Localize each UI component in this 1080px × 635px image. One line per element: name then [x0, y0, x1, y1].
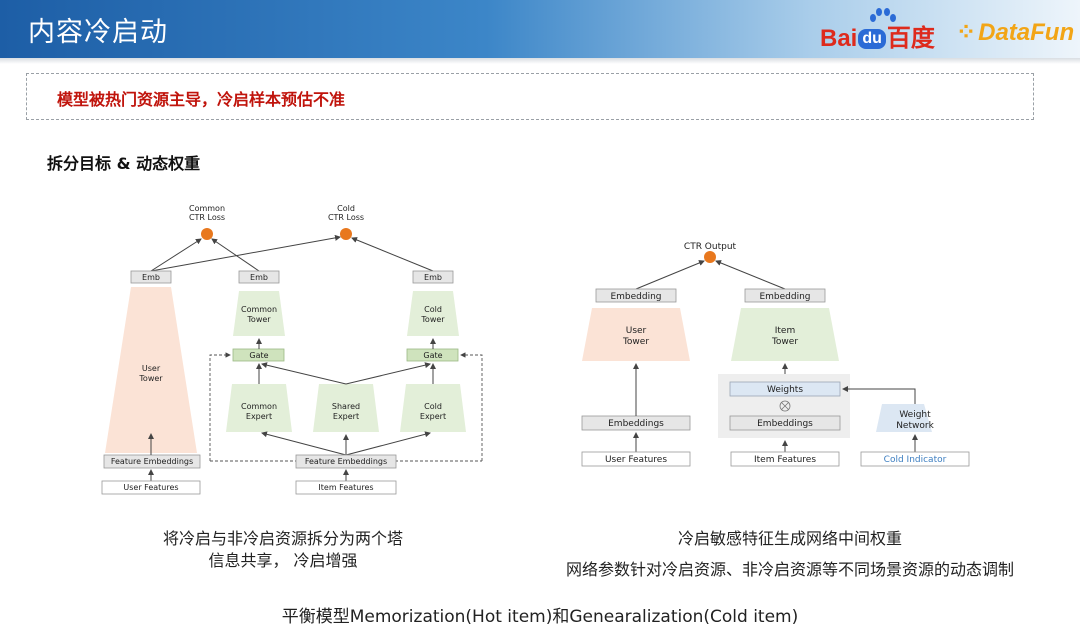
- baidu-paw-icon: [870, 8, 896, 22]
- common-expert-shape: [226, 384, 292, 432]
- weights-box: [729, 381, 841, 397]
- user-tower-label-right-2: Tower: [622, 337, 649, 347]
- right-caption-line-2: 网络参数针对冷启资源、非冷启资源等不同场景资源的动态调制: [565, 560, 1014, 579]
- left-caption-line-1: 将冷启与非冷启资源拆分为两个塔: [162, 529, 403, 548]
- feature-embeddings-box-item: [295, 454, 397, 469]
- cold-loss-node: [340, 228, 352, 240]
- embeddings-box-item: [729, 415, 841, 431]
- baidu-logo-du: du: [858, 29, 886, 49]
- right-caption-line-1: 冷启敏感特征生成网络中间权重: [677, 529, 902, 548]
- shared-expert-shape: [313, 384, 379, 432]
- user-features-label-left: User Features: [123, 483, 178, 492]
- cold-tower-label-2: Tower: [420, 315, 445, 324]
- cold-tower-shape: [407, 291, 459, 336]
- ctr-output-node: [704, 251, 716, 263]
- datafun-mark-icon: ⁘: [956, 19, 977, 46]
- emb-label-cold: Emb: [424, 273, 442, 282]
- shared-expert-label-2: Expert: [333, 412, 359, 421]
- cold-expert-label-1: Cold: [424, 402, 442, 411]
- user-features-box-left: [101, 480, 201, 495]
- gate-label-cold: Gate: [423, 351, 442, 360]
- item-features-label-right: Item Features: [754, 455, 816, 465]
- cold-indicator-label: Cold Indicator: [884, 455, 947, 465]
- common-ctr-loss-label-1: Common: [189, 204, 225, 213]
- user-tower-label-2: Tower: [138, 374, 163, 383]
- bottom-caption: 平衡模型Memorization(Hot item)和Genearalizati…: [281, 607, 799, 627]
- cold-expert-shape: [400, 384, 466, 432]
- item-tower-shape: [731, 308, 839, 361]
- baidu-logo-cn: 百度: [886, 25, 935, 52]
- user-tower-shape: [105, 287, 197, 453]
- embedding-label-item: Embedding: [759, 292, 810, 302]
- user-features-label-right: User Features: [605, 455, 667, 465]
- embedding-box-item: [744, 288, 826, 303]
- page-title: 内容冷启动: [28, 17, 168, 48]
- common-tower-shape: [233, 291, 285, 336]
- common-expert-label-1: Common: [241, 402, 277, 411]
- user-features-box-right: [581, 451, 691, 467]
- datafun-logo-text: DataFun: [978, 19, 1075, 46]
- baidu-logo-text: Bai: [820, 25, 858, 52]
- weights-label: Weights: [767, 385, 803, 395]
- item-features-box-left: [295, 480, 397, 495]
- item-tower-label-2: Tower: [771, 337, 798, 347]
- right-diagram: CTR Output Embedding Embedding User Towe…: [581, 242, 970, 467]
- left-caption-line-2: 信息共享， 冷启增强: [208, 551, 358, 570]
- common-expert-label-2: Expert: [246, 412, 272, 421]
- feature-embeddings-box-user: [103, 454, 201, 469]
- multiply-icon: [779, 400, 791, 412]
- header-bar: [0, 0, 1080, 58]
- emb-box-common: [238, 270, 280, 284]
- callout-text: 模型被热门资源主导，冷启样本预估不准: [57, 90, 346, 109]
- left-diagram: Common CTR Loss Cold CTR Loss Emb Emb Em…: [101, 204, 483, 495]
- weight-network-shape: [876, 404, 932, 432]
- section-heading: 拆分目标 & 动态权重: [47, 154, 201, 173]
- feature-embeddings-label-item: Feature Embeddings: [305, 457, 387, 466]
- callout-box: [26, 73, 1034, 120]
- cold-indicator-box: [860, 451, 970, 467]
- weight-network-label-1: Weight: [899, 410, 931, 420]
- emb-label-common: Emb: [250, 273, 268, 282]
- cold-expert-label-2: Expert: [420, 412, 446, 421]
- emb-box-user: [130, 270, 172, 284]
- item-features-box-right: [730, 451, 840, 467]
- shared-expert-label-1: Shared: [332, 402, 360, 411]
- weight-network-label-2: Network: [896, 421, 934, 431]
- embeddings-label-item: Embeddings: [757, 419, 813, 429]
- user-tower-shape-right: [582, 308, 690, 361]
- common-ctr-loss-label-2: CTR Loss: [189, 213, 225, 222]
- cold-tower-label-1: Cold: [424, 305, 442, 314]
- datafun-logo: ⁘DataFun: [956, 18, 1074, 47]
- emb-box-cold: [412, 270, 454, 284]
- item-tower-label-1: Item: [775, 326, 796, 336]
- cold-ctr-loss-label-2: CTR Loss: [328, 213, 364, 222]
- common-tower-label-1: Common: [241, 305, 277, 314]
- common-tower-label-2: Tower: [246, 315, 271, 324]
- feature-embeddings-label-user: Feature Embeddings: [111, 457, 193, 466]
- item-features-label-left: Item Features: [318, 483, 373, 492]
- embedding-label-user: Embedding: [610, 292, 661, 302]
- embeddings-label-user: Embeddings: [608, 419, 664, 429]
- header-shadow: [0, 58, 1080, 64]
- user-tower-label-right-1: User: [626, 326, 647, 336]
- emb-label-user: Emb: [142, 273, 160, 282]
- gate-label-common: Gate: [249, 351, 268, 360]
- ctr-output-label: CTR Output: [684, 242, 737, 252]
- common-loss-node: [201, 228, 213, 240]
- cold-ctr-loss-label-1: Cold: [337, 204, 355, 213]
- embedding-box-user: [595, 288, 677, 303]
- user-tower-label-1: User: [142, 364, 161, 373]
